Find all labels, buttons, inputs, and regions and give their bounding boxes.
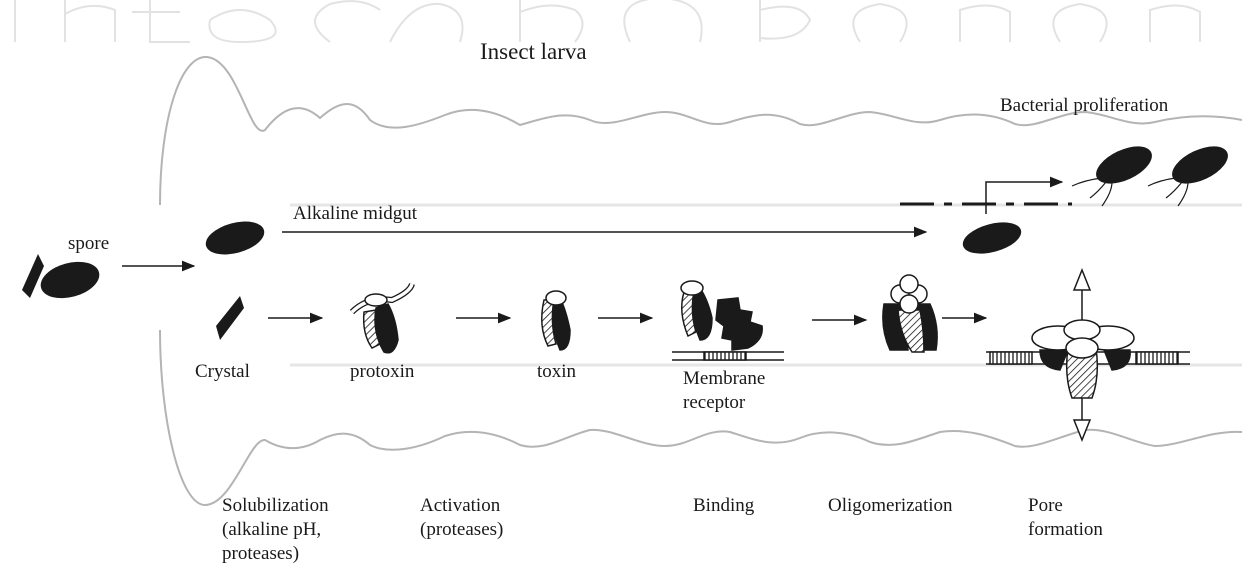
bacterial-proliferation-label: Bacterial proliferation xyxy=(1000,94,1168,118)
step-solubilization-line-3: proteases) xyxy=(222,542,329,566)
step-solubilization-line-1: Solubilization xyxy=(222,494,329,518)
toxin-label: toxin xyxy=(537,360,576,384)
step-binding: Binding xyxy=(693,494,754,518)
crystal-label: Crystal xyxy=(195,360,250,384)
membrane-receptor-line-2: receptor xyxy=(683,391,765,415)
bacteria xyxy=(1072,139,1234,206)
step-solubilization: Solubilization (alkaline pH, proteases) xyxy=(222,494,329,566)
step-activation-line-1: Activation xyxy=(420,494,503,518)
step-oligomerization: Oligomerization xyxy=(828,494,953,518)
spore-with-crystal xyxy=(22,254,103,304)
step-solubilization-line-2: (alkaline pH, xyxy=(222,518,329,542)
spore-label: spore xyxy=(68,232,109,256)
binding-shape xyxy=(672,281,784,360)
protoxin-shape xyxy=(352,284,412,353)
membrane-receptor-line-1: Membrane xyxy=(683,367,765,391)
oligomer-shape xyxy=(883,275,937,352)
step-activation-line-2: (proteases) xyxy=(420,518,503,542)
midgut-spore xyxy=(202,216,268,261)
toxin-shape xyxy=(542,291,570,350)
germinating-spore xyxy=(959,217,1024,260)
diagram-title: Insect larva xyxy=(480,40,587,64)
proliferation-arrow xyxy=(986,182,1062,214)
pore-shape xyxy=(986,270,1190,440)
step-activation: Activation (proteases) xyxy=(420,494,503,542)
step-pore-formation: Pore formation xyxy=(1028,494,1103,542)
membrane-receptor-label: Membrane receptor xyxy=(683,367,765,415)
step-pore-formation-line-2: formation xyxy=(1028,518,1103,542)
crystal-shape xyxy=(216,296,244,340)
step-pore-formation-line-1: Pore xyxy=(1028,494,1103,518)
alkaline-midgut-label: Alkaline midgut xyxy=(293,202,417,226)
watermark xyxy=(15,0,1200,42)
protoxin-label: protoxin xyxy=(350,360,414,384)
